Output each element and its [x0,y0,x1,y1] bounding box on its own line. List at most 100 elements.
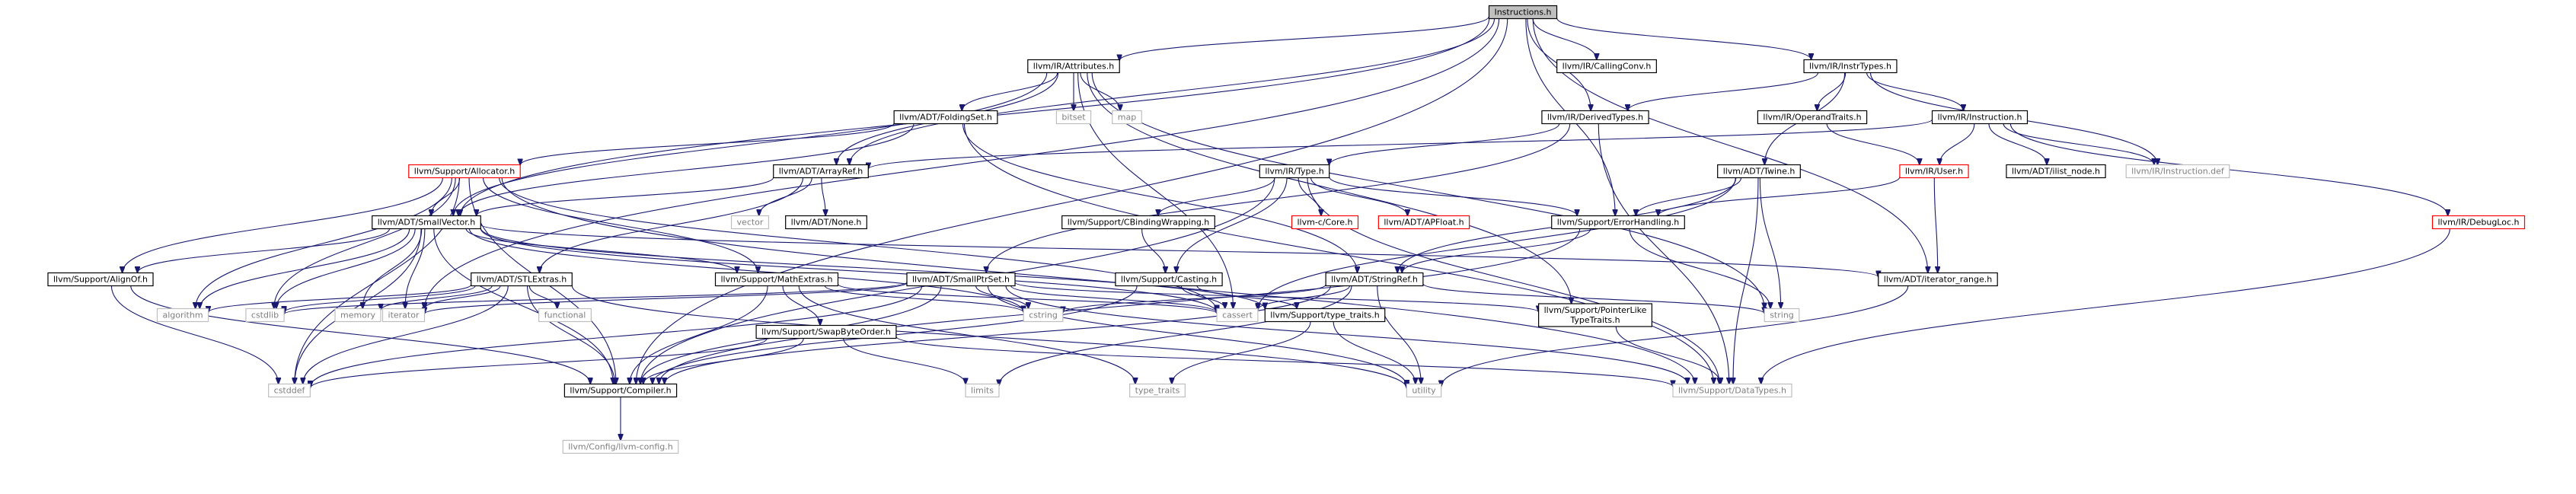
edge-alignof-to-cstddef [110,285,278,384]
node-llvm-adt-smallptrset-h[interactable]: llvm/ADT/SmallPtrSet.h [906,272,1016,287]
node-label: iterator [388,311,420,320]
edge-instructions-to-compiler [636,18,1508,384]
node-box [2006,164,2106,179]
node-llvm-adt-twine-h[interactable]: llvm/ADT/Twine.h [1717,164,1801,179]
node-box [381,308,426,323]
edge-twine-to-string [1759,177,1780,309]
node-label: type_traits [1135,386,1180,396]
edge-stlextras-to-utility [571,285,1406,388]
edge-typetraitsh-to-type_traits [1172,321,1311,384]
edge-attributes-to-smallvector [453,72,1048,216]
node-label: llvm/ADT/Twine.h [1723,167,1796,177]
edge-twine-to-errorhandling [1636,177,1742,216]
node-cstddef: cstddef [268,383,311,398]
node-llvm-ir-user-h[interactable]: llvm/IR/User.h [1899,164,1969,179]
edge-type-to-cbinding [1158,177,1275,216]
node-llvm-adt-arrayref-h[interactable]: llvm/ADT/ArrayRef.h [773,164,869,179]
node-llvm-adt-none-h[interactable]: llvm/ADT/None.h [785,215,867,230]
node-label: llvm/IR/Type.h [1265,167,1323,177]
node-box [562,439,679,454]
node-label: llvm/Support/MathExtras.h [721,275,833,285]
edge-alignof-to-compiler [130,285,590,384]
node-instructions-h[interactable]: Instructions.h [1488,5,1558,20]
node-label: llvm/IR/InstrTypes.h [1809,62,1891,72]
node-label: cstddef [274,386,306,396]
node-llvm-support-type-traits-h[interactable]: llvm/Support/type_traits.h [1264,308,1386,323]
edge-instrtypes-to-derivedtypes [1628,72,1819,111]
edge-allocator-to-alignof [123,177,443,273]
edge-attributes-to-ptrlike [1087,72,1572,304]
node-llvm-support-allocator-h[interactable]: llvm/Support/Allocator.h [408,164,521,179]
edge-stlextras-to-algorithm [209,284,472,312]
node-llvm-ir-type-h[interactable]: llvm/IR/Type.h [1259,164,1330,179]
node-llvm-ir-attributes-h[interactable]: llvm/IR/Attributes.h [1027,59,1120,74]
edge-instructions-to-iteratorrange [1532,18,1928,273]
node-utility: utility [1406,383,1442,398]
node-box [785,215,867,230]
node-llvm-support-mathextras-h[interactable]: llvm/Support/MathExtras.h [714,272,839,287]
node-llvm-support-compiler-h[interactable]: llvm/Support/Compiler.h [563,383,678,398]
node-llvm-adt-ilist-node-h[interactable]: llvm/ADT/ilist_node.h [2006,164,2106,179]
node-llvm-adt-stringref-h[interactable]: llvm/ADT/StringRef.h [1325,272,1424,287]
node-llvm-ir-instrtypes-h[interactable]: llvm/IR/InstrTypes.h [1803,59,1898,74]
node-llvm-c-core-h[interactable]: llvm-c/Core.h [1291,215,1359,230]
edge-stlextras-to-iterator [424,285,501,309]
node-box [1377,215,1470,230]
node-llvm-support-swapbyteorder-h[interactable]: llvm/Support/SwapByteOrder.h [755,324,897,339]
node-label: llvm/IR/User.h [1905,167,1963,177]
node-algorithm: algorithm [156,308,209,323]
edge-user-to-errorhandling [1658,177,1901,215]
edge-derivedtypes-to-type [1329,123,1560,165]
node-box [1325,272,1424,287]
node-label: llvm/Support/PointerLike [1544,305,1647,315]
node-box [773,164,869,179]
node-label: llvm/IR/DerivedTypes.h [1547,113,1643,123]
node-llvm-ir-derivedtypes-h[interactable]: llvm/IR/DerivedTypes.h [1541,110,1649,125]
node-label: llvm/ADT/StringRef.h [1331,275,1418,285]
node-label: llvm-c/Core.h [1298,218,1353,228]
node-box [1061,215,1215,230]
node-llvm-support-casting-h[interactable]: llvm/Support/Casting.h [1115,272,1223,287]
node-box [563,383,678,398]
edge-smallptrset-to-cstddef [310,285,923,387]
edge-errorhandling-to-compiler [659,228,1581,384]
edge-derivedtypes-to-datatypes [1598,123,1729,384]
node-label: llvm/Support/Compiler.h [570,386,671,396]
edge-smallvector-to-memory [362,228,423,309]
node-label: llvm/IR/Attributes.h [1033,62,1114,72]
edge-smallptrset-to-datatypes [1005,285,1687,384]
edge-smallvector-to-mathextras [465,228,737,273]
node-llvm-config-llvm-config-h: llvm/Config/llvm-config.h [562,439,679,454]
node-llvm-ir-operandtraits-h[interactable]: llvm/IR/OperandTraits.h [1757,110,1868,125]
edge-debugloc-to-datatypes [1761,228,2450,384]
node-label: llvm/ADT/None.h [791,218,862,228]
node-box [245,308,285,323]
edge-instruction-to-ilistnode [1988,123,2047,165]
node-llvm-adt-apfloat-h[interactable]: llvm/ADT/APFloat.h [1377,215,1470,230]
node-box [1803,59,1898,74]
node-box [755,324,897,339]
edge-swapbyte-to-datatypes [895,336,1673,387]
edge-smallvector-to-cstddef [295,228,422,384]
edge-operandtraits-to-user [1826,123,1920,165]
node-llvm-adt-iterator-range-h[interactable]: llvm/ADT/iterator_range.h [1878,272,1998,287]
node-llvm-ir-instruction-h[interactable]: llvm/IR/Instruction.h [1931,110,2029,125]
edge-twine-to-datatypes [1733,177,1759,384]
edge-errorhandling-to-string [1629,228,1770,309]
edge-instructions-to-callingconv [1532,18,1597,60]
edge-instrtypes-to-operandtraits [1817,72,1847,111]
node-llvm-support-cbindingwrapping-h[interactable]: llvm/Support/CBindingWrapping.h [1061,215,1215,230]
edge-attributes-to-map [1080,72,1120,111]
edge-mathextras-to-compiler [630,285,768,384]
node-llvm-support-alignof-h[interactable]: llvm/Support/AlignOf.h [47,272,154,287]
node-llvm-ir-debugloc-h[interactable]: llvm/IR/DebugLoc.h [2431,215,2526,230]
node-llvm-adt-smallvector-h[interactable]: llvm/ADT/SmallVector.h [372,215,481,230]
edge-smallptrset-to-cstring [975,285,1029,309]
node-llvm-adt-foldingset-h[interactable]: llvm/ADT/FoldingSet.h [893,110,998,125]
node-llvm-support-errorhandling-h[interactable]: llvm/Support/ErrorHandling.h [1551,215,1685,230]
node-llvm-support-datatypes-h: llvm/Support/DataTypes.h [1672,383,1792,398]
node-llvm-ir-callingconv-h[interactable]: llvm/IR/CallingConv.h [1556,59,1657,74]
node-box [1556,59,1657,74]
node-llvm-adt-stlextras-h[interactable]: llvm/ADT/STLExtras.h [471,272,573,287]
